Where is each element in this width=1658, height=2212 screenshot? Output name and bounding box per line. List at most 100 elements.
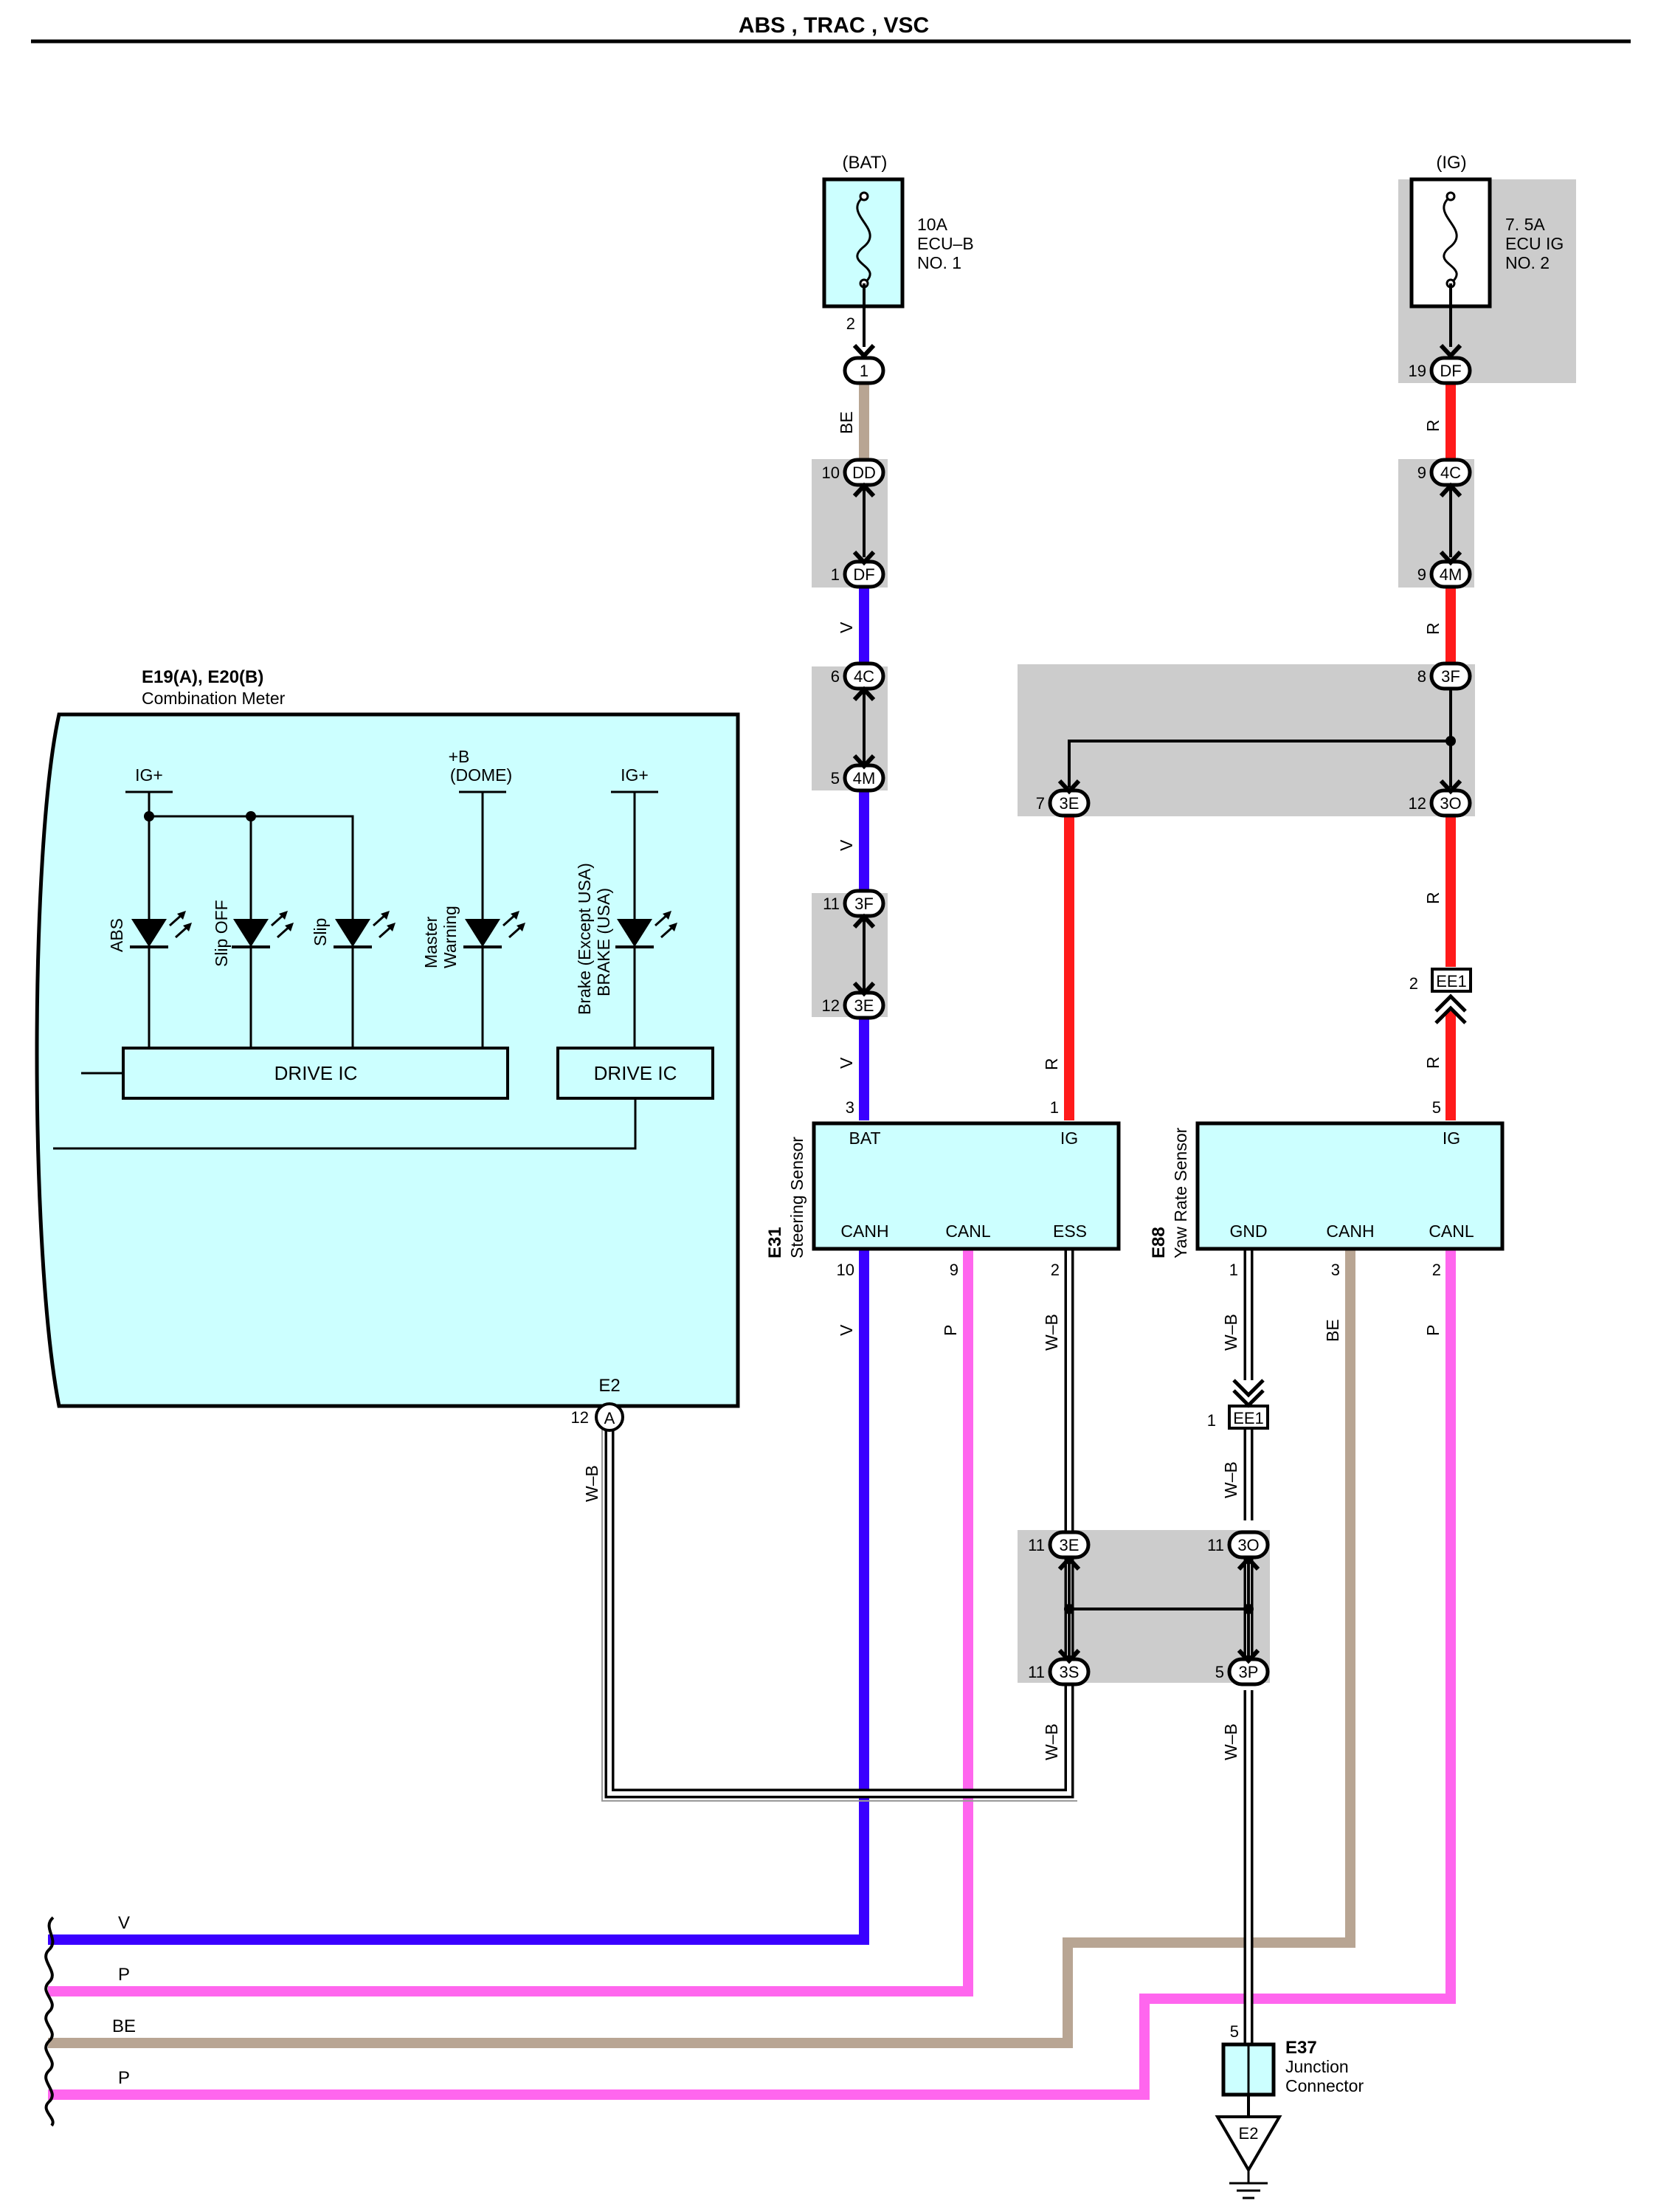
connector-right-4c: 4C 9 [1417,458,1472,487]
led-icon [334,911,395,948]
svg-text:3O: 3O [1237,1536,1259,1554]
svg-text:Yaw Rate Sensor: Yaw Rate Sensor [1171,1127,1190,1258]
svg-text:+B: +B [449,747,470,766]
steering-sensor: E31 Steering Sensor BAT IG CANH CANL ESS… [765,1098,1121,1279]
svg-text:Connector: Connector [1285,2076,1364,2095]
svg-text:4C: 4C [1440,464,1461,482]
chevron-icon [852,343,876,359]
svg-text:V: V [837,1057,856,1069]
svg-text:11: 11 [1028,1536,1045,1554]
svg-text:W–B: W–B [1221,1314,1240,1351]
svg-text:W–B: W–B [1042,1723,1061,1760]
svg-text:R: R [1423,892,1443,904]
svg-text:6: 6 [831,667,840,686]
chevron-icon [1057,1555,1081,1571]
svg-text:3E: 3E [1060,794,1080,813]
svg-text:7: 7 [1036,794,1045,813]
led-icon [615,911,677,948]
svg-text:1: 1 [1229,1261,1238,1279]
svg-text:3S: 3S [1060,1663,1080,1681]
svg-text:9: 9 [950,1261,958,1279]
connector-bat-1: 1 [843,356,885,385]
svg-text:CANH: CANH [1326,1222,1374,1241]
ee1-top: EE1 2 [1409,968,1472,1024]
chevron-icon [1237,1648,1260,1664]
svg-text:8: 8 [1417,667,1426,686]
led-label-brake-2: BRAKE (USA) [594,888,613,996]
svg-text:DRIVE IC: DRIVE IC [594,1062,677,1084]
drive-ic-1 [122,1047,509,1100]
svg-text:CANL: CANL [945,1222,991,1241]
fuse-bat: (BAT) 10A ECU–B NO. 1 2 [822,153,974,347]
chevron-icon [1439,779,1462,795]
svg-text:5: 5 [1215,1663,1224,1681]
svg-text:GND: GND [1229,1222,1267,1241]
svg-text:CANL: CANL [1429,1222,1474,1241]
svg-text:E88: E88 [1149,1227,1169,1258]
svg-text:EE1: EE1 [1436,972,1467,990]
svg-text:(DOME): (DOME) [450,765,512,785]
svg-text:19: 19 [1409,362,1426,380]
svg-text:1: 1 [1050,1098,1059,1117]
svg-text:1: 1 [831,565,840,584]
connector-bottom-3o: 3O 11 [1207,1530,1270,1560]
svg-text:10A: 10A [917,215,948,234]
ee1-bottom: EE1 1 [1207,1379,1269,1430]
connector-left-df: DF 1 [831,559,885,589]
svg-text:DRIVE IC: DRIVE IC [274,1062,358,1084]
svg-text:BE: BE [112,2016,136,2036]
svg-text:DF: DF [1440,362,1461,380]
svg-text:R: R [1423,1056,1443,1069]
svg-text:W–B: W–B [1221,1723,1240,1760]
chevron-icon [1057,779,1081,795]
svg-text:NO. 2: NO. 2 [1505,253,1550,272]
led-label-brake: Brake (Except USA) [575,863,594,1015]
chevron-icon [1057,1648,1081,1664]
combination-meter: E19(A), E20(B) Combination Meter IG+ +B … [35,667,740,1432]
svg-text:4M: 4M [1440,565,1462,584]
svg-text:P: P [118,2068,130,2088]
svg-text:12: 12 [822,996,840,1015]
svg-text:P: P [118,1965,130,1985]
svg-text:BE: BE [837,411,856,434]
connector-backgrounds [812,179,1576,1683]
svg-text:3: 3 [1331,1261,1340,1279]
splice-lines [863,483,1452,1661]
svg-text:R: R [1423,419,1443,432]
svg-text:V: V [837,621,856,633]
page-title: ABS , TRAC , VSC [739,13,929,38]
svg-text:5: 5 [1230,2022,1239,2041]
bat-label: (BAT) [843,153,888,173]
svg-text:9: 9 [1417,464,1426,482]
svg-text:9: 9 [1417,565,1426,584]
svg-text:11: 11 [1207,1536,1224,1554]
svg-text:2: 2 [846,314,855,333]
chevron-icon [852,550,876,566]
svg-text:IG: IG [1443,1129,1460,1148]
drive-ic-2 [556,1047,714,1100]
wire-labels: BE V V V V P W–B W–B W–B R R R R R W–B W… [582,411,1443,1760]
svg-text:W–B: W–B [1221,1461,1240,1498]
svg-text:DD: DD [852,464,876,482]
chevron-icon [1439,550,1462,566]
bus-labels: V P BE P [112,1913,136,2088]
svg-text:DF: DF [853,565,874,584]
svg-text:IG+: IG+ [621,765,649,785]
connector-left-4m: 4M5 [831,763,885,793]
svg-text:4C: 4C [854,667,874,686]
svg-text:10: 10 [822,464,840,482]
chevron-icon [1439,482,1462,498]
svg-text:V: V [118,1913,130,1933]
svg-text:IG+: IG+ [135,765,163,785]
chevron-icon [852,754,876,770]
svg-text:ECU–B: ECU–B [917,234,974,253]
connector-right-4m: 4M 9 [1417,559,1472,589]
splice-dots [1064,736,1456,1614]
svg-text:3P: 3P [1239,1663,1259,1681]
led-label-slip-off: Slip OFF [212,900,231,967]
svg-text:P: P [1423,1325,1443,1336]
